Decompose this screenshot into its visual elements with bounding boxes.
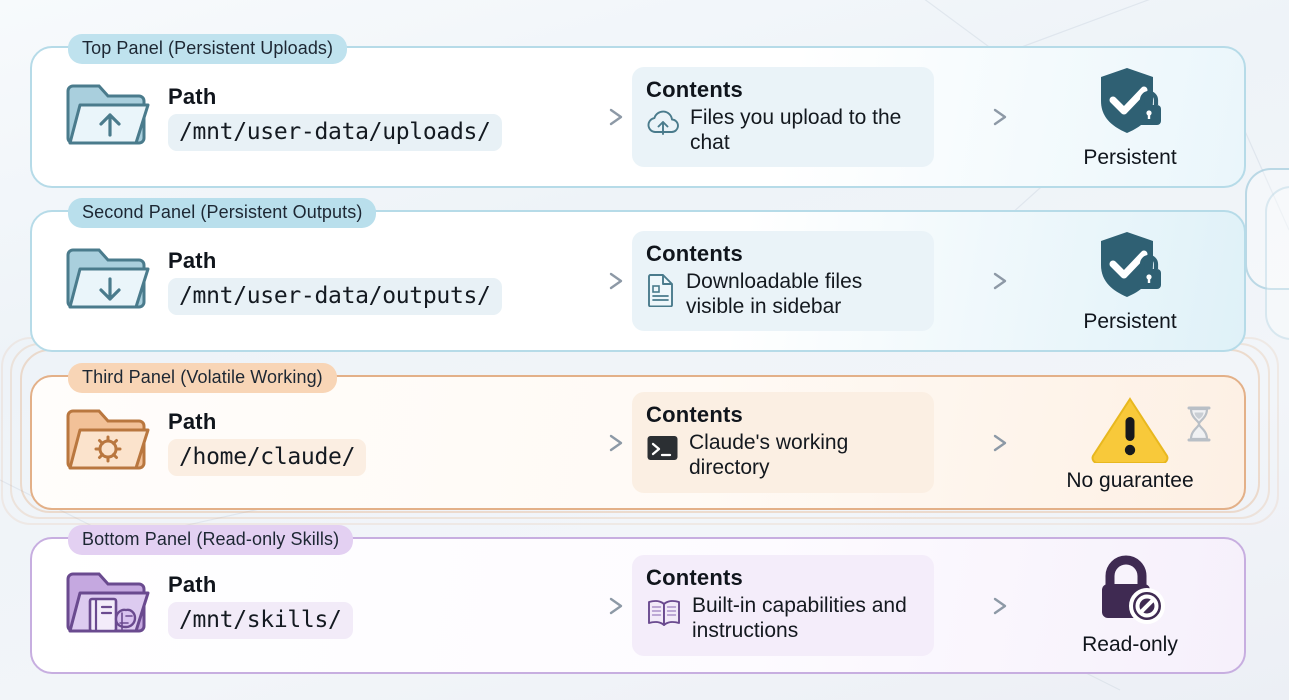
arrow-path-to-contents-working — [550, 432, 632, 454]
path-column-working: Path /home/claude/ — [58, 400, 550, 485]
arrow-path-to-contents-skills — [550, 595, 632, 617]
contents-text-outputs: Downloadable files visible in sidebar — [686, 269, 863, 318]
status-column-uploads: Persistent — [1016, 64, 1244, 170]
arrow-path-to-contents-outputs — [550, 270, 632, 292]
status-label-uploads: Persistent — [1083, 146, 1177, 169]
contents-text-working: Claude's working directory — [689, 431, 849, 479]
folder-upload-icon — [58, 75, 154, 160]
panel-label-skills: Bottom Panel (Read-only Skills) — [68, 525, 354, 555]
status-column-outputs: Persistent — [1016, 228, 1244, 334]
status-column-skills: Read-only — [1016, 555, 1244, 657]
path-heading: Path — [168, 83, 217, 109]
terminal-icon — [646, 434, 679, 467]
status-label-outputs: Persistent — [1083, 310, 1177, 333]
contents-heading: Contents — [646, 240, 743, 266]
status-label-skills: Read-only — [1082, 632, 1178, 656]
status-label-working: No guarantee — [1066, 468, 1194, 492]
contents-column-working: Contents Claude's working directory — [632, 392, 934, 493]
path-column-skills: Path /mnt/skills/ — [58, 563, 550, 648]
contents-heading: Contents — [646, 402, 743, 428]
panel-outputs[interactable]: Second Panel (Persistent Outputs) Path /… — [30, 198, 1246, 352]
panel-skills[interactable]: Bottom Panel (Read-only Skills) Path /mn… — [30, 525, 1246, 674]
panel-uploads[interactable]: Top Panel (Persistent Uploads) Path /mnt… — [30, 34, 1246, 188]
warning-triangle-icon — [1087, 393, 1173, 468]
panel-working[interactable]: Third Panel (Volatile Working) Path /hom… — [30, 363, 1246, 510]
path-value-outputs[interactable]: /mnt/user-data/outputs/ — [168, 277, 502, 315]
arrow-contents-to-status-skills — [934, 595, 1016, 617]
path-value-working[interactable]: /home/claude/ — [168, 439, 367, 476]
shield-check-lock-icon — [1091, 64, 1169, 145]
arrow-contents-to-status-uploads — [934, 106, 1016, 128]
contents-text-skills: Built-in capabilities and instructions — [692, 594, 907, 642]
arrow-contents-to-status-working — [934, 432, 1016, 454]
panel-label-outputs: Second Panel (Persistent Outputs) — [68, 198, 377, 228]
panel-stack-echo-inner — [1265, 186, 1289, 340]
path-heading: Path — [168, 572, 217, 597]
shield-check-lock-icon — [1091, 228, 1169, 309]
hourglass-icon — [1184, 406, 1214, 447]
panel-label-working: Third Panel (Volatile Working) — [68, 363, 337, 393]
folder-book-brain-icon — [58, 563, 154, 648]
path-heading: Path — [168, 409, 217, 434]
path-value-uploads[interactable]: /mnt/user-data/uploads/ — [168, 113, 502, 151]
folder-gear-icon — [58, 400, 154, 485]
contents-column-uploads: Contents Files you upload to the chat — [632, 66, 934, 168]
path-column-outputs: Path /mnt/user-data/outputs/ — [58, 239, 550, 324]
contents-text-uploads: Files you upload to the chat — [690, 105, 902, 154]
arrow-contents-to-status-outputs — [934, 270, 1016, 292]
contents-column-outputs: Contents Downloadable files visible in s… — [632, 230, 934, 332]
document-file-icon — [646, 273, 676, 312]
path-column-uploads: Path /mnt/user-data/uploads/ — [58, 75, 550, 160]
path-value-skills[interactable]: /mnt/skills/ — [168, 602, 353, 639]
path-heading: Path — [168, 247, 217, 273]
arrow-path-to-contents-uploads — [550, 106, 632, 128]
panel-label-uploads: Top Panel (Persistent Uploads) — [68, 34, 348, 64]
contents-column-skills: Contents Built-in capabilities and instr… — [632, 555, 934, 656]
contents-heading: Contents — [646, 76, 743, 102]
contents-heading: Contents — [646, 565, 743, 591]
open-book-icon — [646, 597, 682, 634]
cloud-upload-icon — [646, 109, 680, 142]
lock-blocked-icon — [1090, 555, 1170, 632]
status-column-working: No guarantee — [1016, 393, 1244, 493]
folder-download-icon — [58, 239, 154, 324]
